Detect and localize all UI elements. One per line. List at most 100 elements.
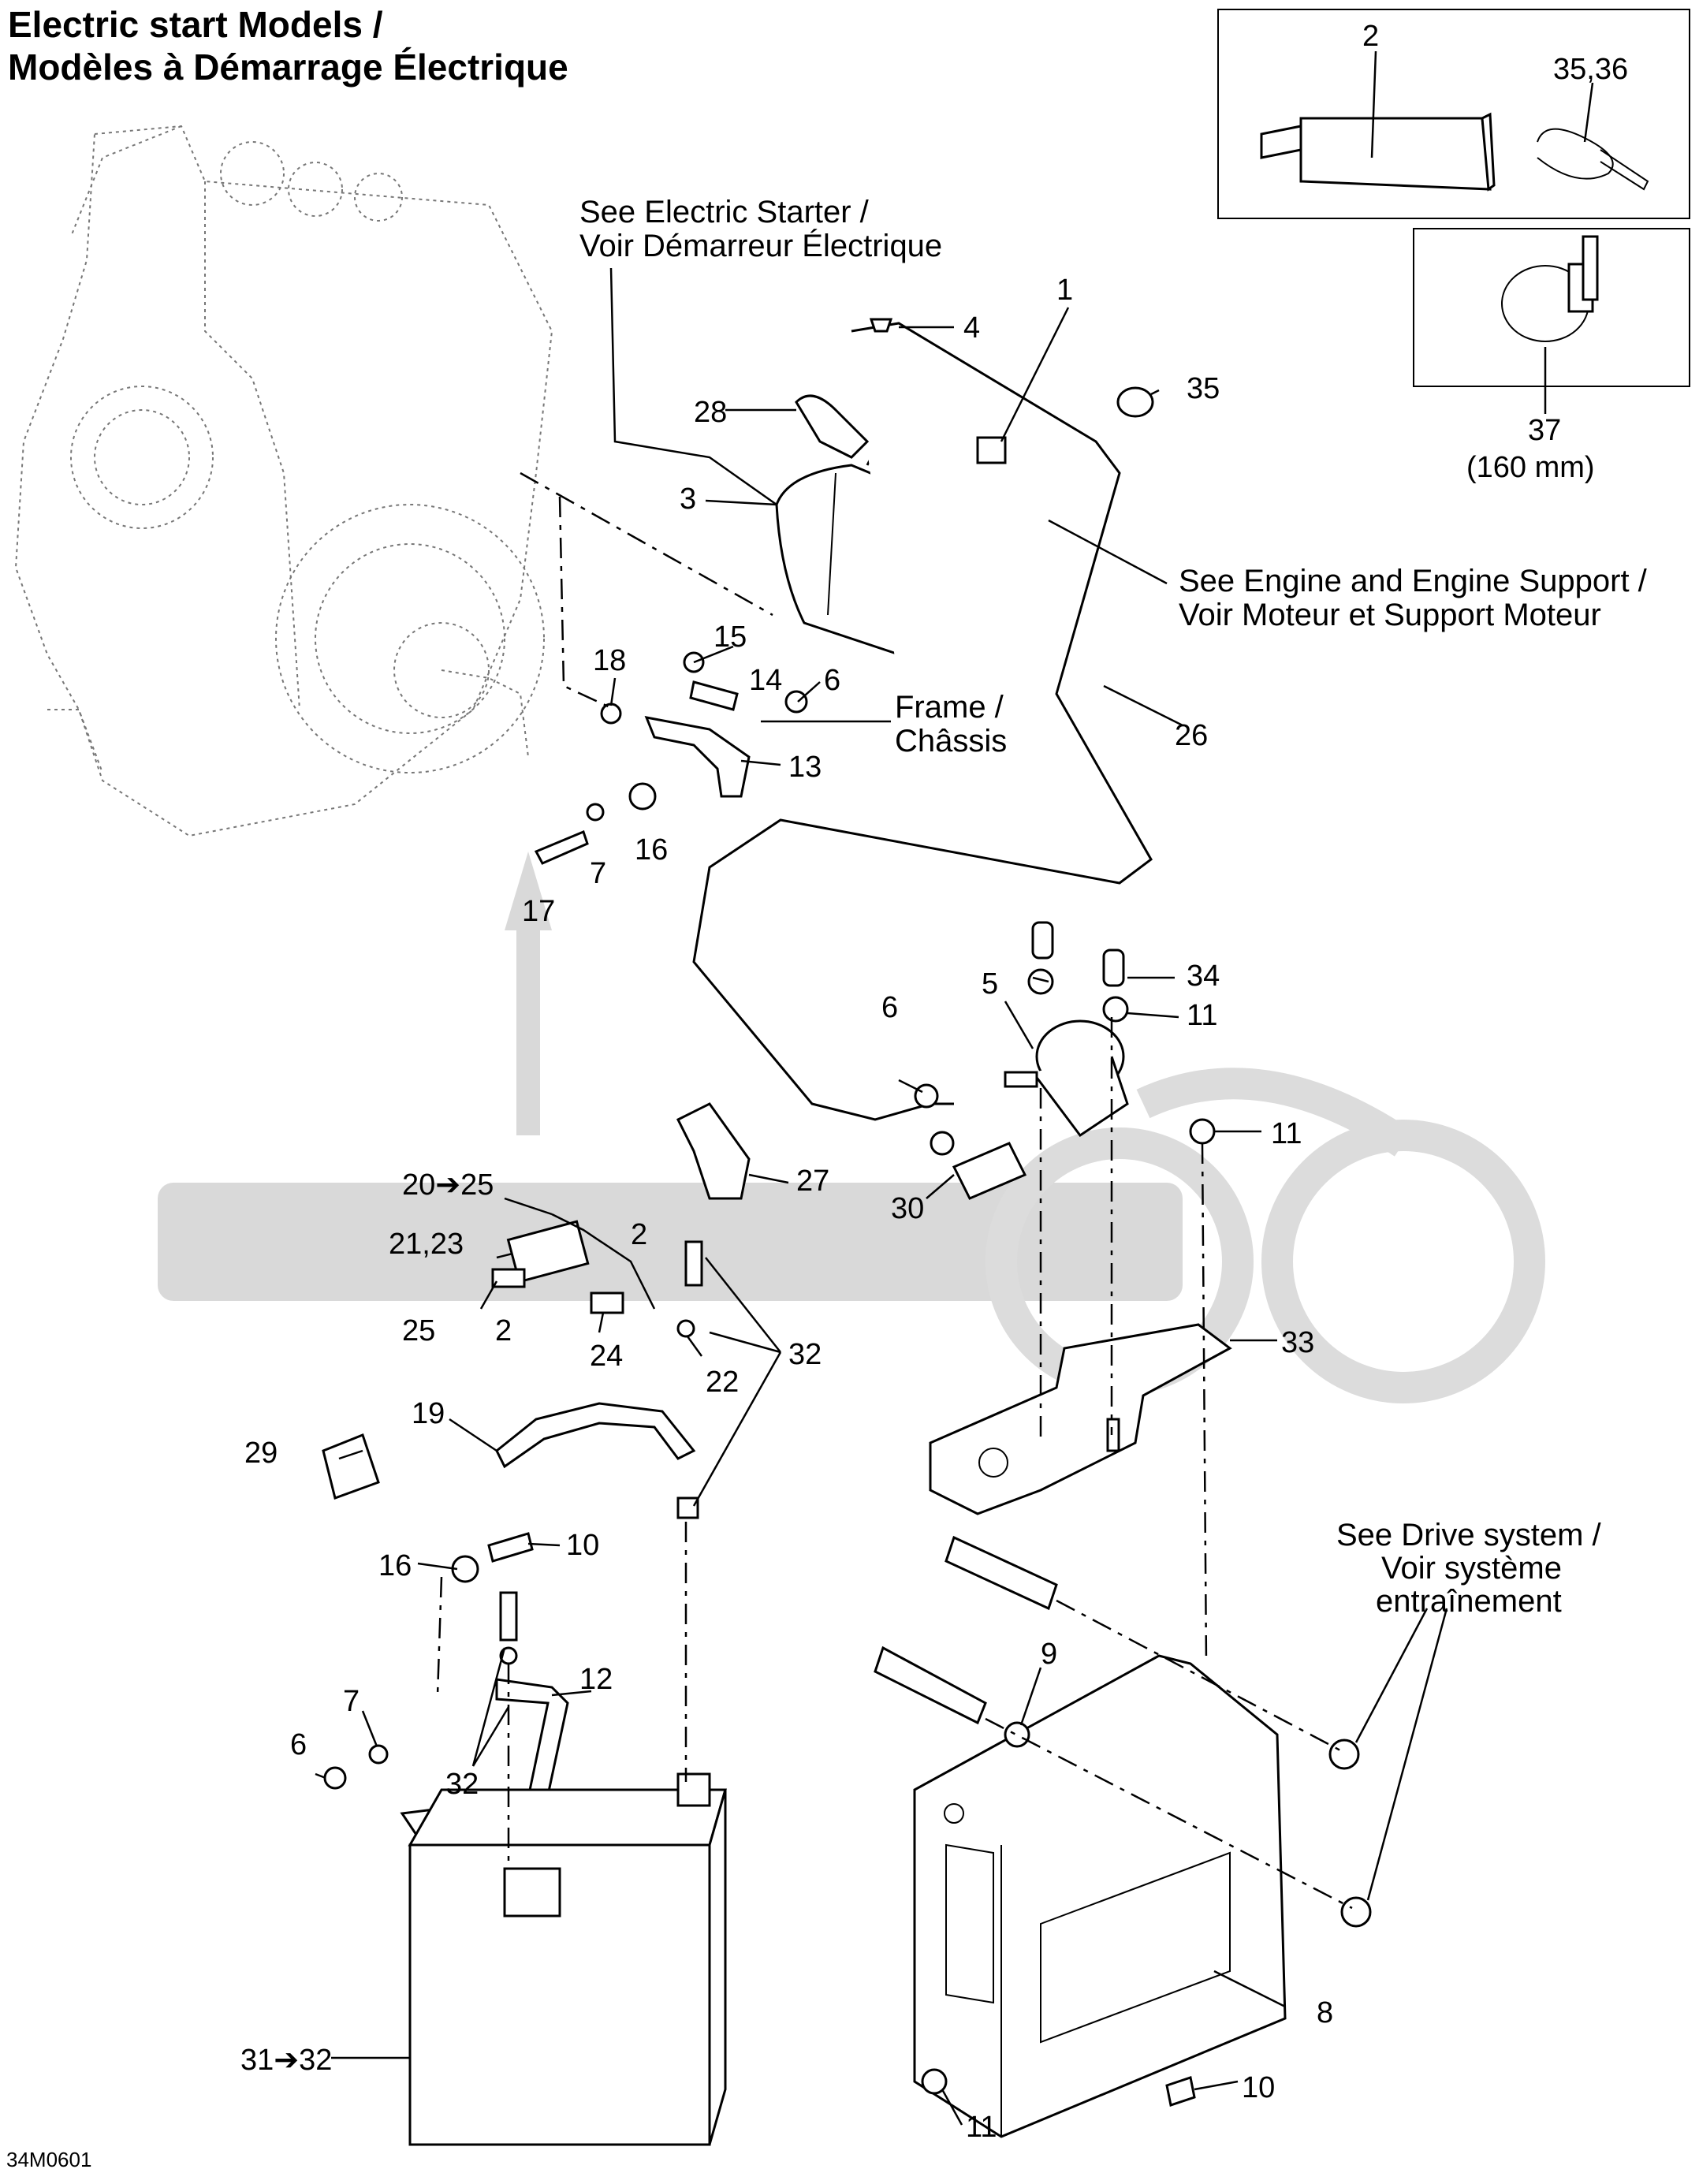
callout-17: 17 xyxy=(522,895,555,928)
callout-12: 12 xyxy=(579,1663,613,1696)
cap-34-b xyxy=(1102,949,1125,987)
callout-11-bottom: 11 xyxy=(966,2111,997,2144)
watermark-logo xyxy=(158,852,1545,1403)
callout-18: 18 xyxy=(593,644,626,677)
lockwasher-16 xyxy=(628,782,657,811)
note-drive-line1: See Drive system / xyxy=(1336,1518,1602,1552)
nut-drive-a xyxy=(1328,1739,1360,1770)
cable-19 xyxy=(495,1402,696,1469)
callout-labels: 2 35,36 37 (160 mm) 4 1 35 28 3 15 14 6 … xyxy=(240,20,1628,2144)
bolt-lower-holder xyxy=(874,1645,987,1725)
boot-29 xyxy=(322,1433,380,1500)
callout-14: 14 xyxy=(749,664,782,697)
callout-2: 2 xyxy=(1362,20,1379,53)
callout-35: 35 xyxy=(1187,372,1220,405)
engine-outline xyxy=(14,125,553,837)
wire-20 xyxy=(551,1213,656,1310)
bolt-32 xyxy=(684,1240,703,1287)
callout-16-battery: 16 xyxy=(378,1549,412,1582)
callout-6-top: 6 xyxy=(824,664,840,697)
callout-25: 25 xyxy=(402,1314,435,1347)
assembly-line-holder-upper xyxy=(1056,1599,1341,1752)
washer-22 xyxy=(676,1319,695,1338)
leader-lines xyxy=(315,50,1594,2126)
washer-7 xyxy=(586,803,605,822)
diagram-code: 34M0601 xyxy=(6,2148,92,2171)
bolt-32-battery xyxy=(499,1591,518,1642)
bolt-10-bottom xyxy=(1165,2076,1196,2107)
bolt-17 xyxy=(534,829,589,865)
assembly-line-plate xyxy=(1201,1142,1208,1664)
callout-19: 19 xyxy=(412,1397,445,1430)
callout-7-battery: 7 xyxy=(343,1685,360,1718)
reference-notes: See Electric Starter / Voir Démarreur Él… xyxy=(579,195,1648,1619)
page-title-line1: Electric start Models / xyxy=(8,4,383,45)
callout-22: 22 xyxy=(706,1366,739,1399)
callout-3: 3 xyxy=(680,483,696,516)
callout-24: 24 xyxy=(590,1340,623,1373)
note-frame-en: Frame / xyxy=(895,690,1004,725)
note-engine-en: See Engine and Engine Support / xyxy=(1179,564,1648,598)
callout-16-top: 16 xyxy=(635,833,668,867)
bolt-10-top xyxy=(487,1532,534,1563)
lockwasher-18 xyxy=(600,703,622,725)
nut-11-solenoid xyxy=(1102,996,1129,1023)
callout-31-32: 31➔32 xyxy=(240,2044,332,2077)
note-engine-fr: Voir Moteur et Support Moteur xyxy=(1179,598,1601,632)
callout-6-battery: 6 xyxy=(290,1728,307,1761)
clip-1 xyxy=(976,436,1007,464)
nut-6-solenoid-a xyxy=(914,1083,939,1109)
callout-29: 29 xyxy=(244,1437,278,1470)
callout-5: 5 xyxy=(982,967,998,1001)
callout-11-plate: 11 xyxy=(1271,1117,1302,1150)
callout-21-23: 21,23 xyxy=(389,1228,464,1261)
inset-box-clamp xyxy=(1413,228,1690,387)
boot-30 xyxy=(952,1142,1027,1200)
callout-34: 34 xyxy=(1187,960,1220,993)
callout-32-battery: 32 xyxy=(445,1768,479,1801)
note-starter-en: See Electric Starter / xyxy=(579,195,870,229)
assembly-line-engine-bracket xyxy=(558,496,616,711)
callout-27: 27 xyxy=(796,1165,829,1198)
nut-6-solenoid-b xyxy=(930,1131,955,1156)
nut-6-battery xyxy=(323,1766,347,1790)
note-drive-line2: Voir système xyxy=(1381,1551,1562,1586)
callout-37: 37 xyxy=(1528,414,1561,447)
note-starter-fr: Voir Démarreur Électrique xyxy=(579,228,942,263)
callout-10-top: 10 xyxy=(566,1529,599,1562)
callout-30: 30 xyxy=(891,1192,924,1225)
nut-6-top xyxy=(784,690,808,714)
callout-1: 1 xyxy=(1056,274,1073,307)
callout-4: 4 xyxy=(963,311,980,345)
solenoid xyxy=(1004,1019,1129,1138)
connector-24 xyxy=(590,1291,624,1314)
bolt-4 xyxy=(869,318,893,333)
bolt-upper-holder xyxy=(945,1535,1058,1611)
nut-11-left xyxy=(1027,968,1054,995)
nut-11-plate xyxy=(1189,1118,1216,1145)
cable-26 xyxy=(692,322,1153,1121)
callout-7-top: 7 xyxy=(590,857,606,890)
bolt-14 xyxy=(689,680,739,711)
callout-28: 28 xyxy=(694,396,727,429)
callout-6-solenoid: 6 xyxy=(881,991,898,1024)
assembly-line-engine-starter xyxy=(520,471,773,617)
callout-33: 33 xyxy=(1281,1326,1314,1359)
callout-9: 9 xyxy=(1041,1638,1057,1671)
page-title-line2: Modèles à Démarrage Électrique xyxy=(8,47,568,88)
note-drive-line3: entraînement xyxy=(1376,1584,1562,1619)
callout-13: 13 xyxy=(788,751,822,784)
clamp-35 xyxy=(1116,386,1154,418)
callout-2-drop-b: 2 xyxy=(495,1314,512,1347)
callout-15: 15 xyxy=(714,621,747,654)
cable-13 xyxy=(644,716,751,798)
nut-square-32 xyxy=(676,1496,699,1519)
nut-11-bottom xyxy=(921,2068,948,2095)
callout-11-solenoid: 11 xyxy=(1187,999,1217,1032)
battery-holder xyxy=(913,1654,1287,2138)
boot-27 xyxy=(676,1102,751,1200)
clamp-size-label: (160 mm) xyxy=(1466,451,1595,484)
nut-drive-b xyxy=(1340,1896,1372,1928)
washer-7-battery xyxy=(368,1744,389,1765)
